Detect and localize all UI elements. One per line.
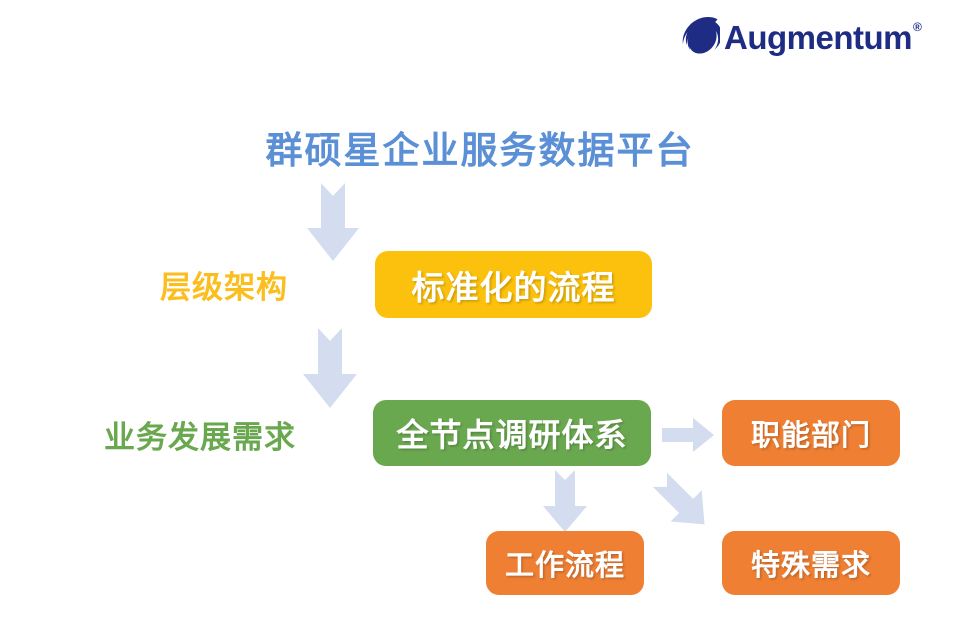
- brand-wordmark: Augmentum: [724, 18, 913, 56]
- node-work-flow-label: 工作流程: [504, 550, 625, 582]
- arrow-research-to-functional-department: [662, 418, 714, 452]
- node-work-flow[interactable]: 工作流程: [486, 531, 644, 595]
- spiral-swirl-icon: [676, 16, 722, 56]
- row-label-business-demand: 业务发展需求: [104, 420, 296, 455]
- registered-trademark-icon: ®: [913, 20, 922, 34]
- node-full-node-research[interactable]: 全节点调研体系: [373, 400, 651, 466]
- node-special-requirement[interactable]: 特殊需求: [722, 531, 900, 595]
- row-label-hierarchy: 层级架构: [160, 270, 288, 305]
- node-full-node-research-label: 全节点调研体系: [396, 417, 628, 453]
- page-title: 群硕星企业服务数据平台: [265, 130, 695, 171]
- arrow-research-to-special-requirement: [648, 470, 720, 532]
- node-standard-process-label: 标准化的流程: [411, 268, 616, 306]
- arrow-standard-process-to-research: [303, 328, 357, 408]
- node-special-requirement-label: 特殊需求: [750, 550, 871, 582]
- node-functional-department[interactable]: 职能部门: [722, 400, 900, 466]
- node-standard-process[interactable]: 标准化的流程: [375, 251, 652, 318]
- arrow-title-to-standard-process: [307, 183, 359, 261]
- brand-logo: Augmentum ®: [676, 14, 922, 58]
- arrow-research-to-work-flow: [543, 470, 587, 532]
- node-functional-department-label: 职能部门: [750, 420, 871, 452]
